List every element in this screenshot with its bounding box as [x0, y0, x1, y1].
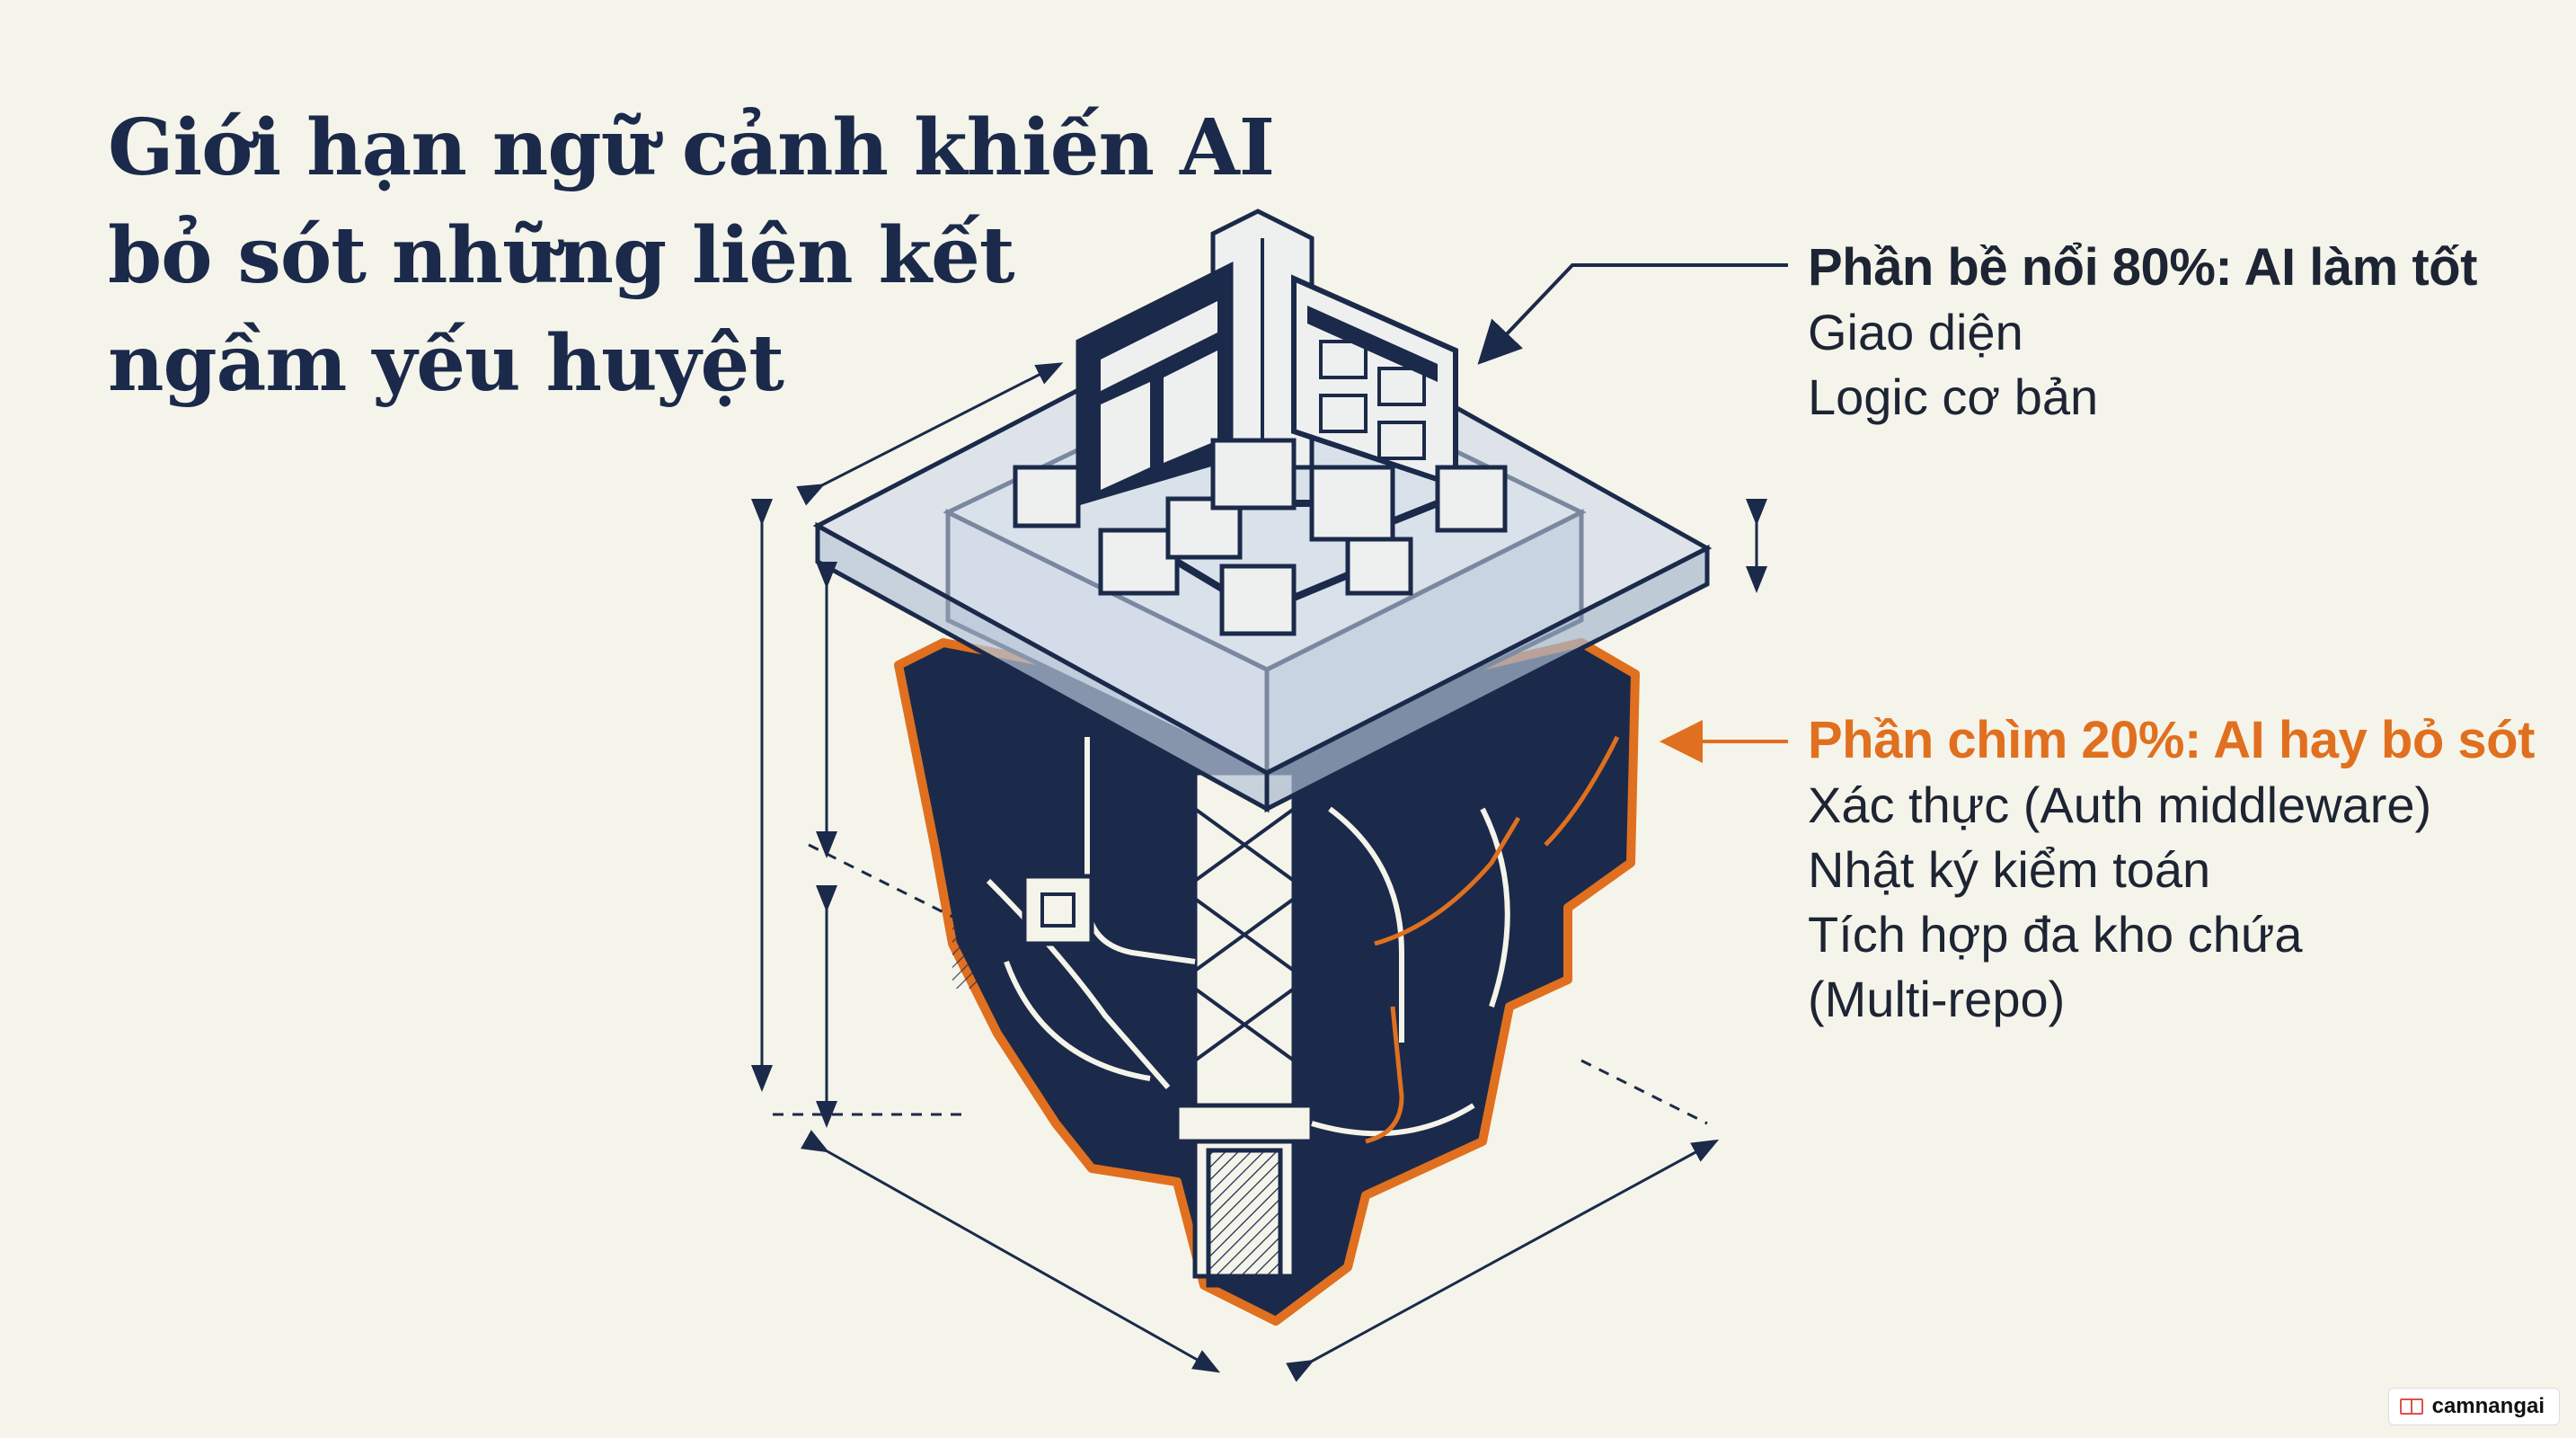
- module-connectors: [1174, 500, 1439, 601]
- book-icon: [2399, 1398, 2423, 1415]
- hatched-block-left: [952, 809, 1033, 989]
- service-modules: [1013, 438, 1508, 636]
- slide-title: Giới hạn ngữ cảnh khiến AI bỏ sót những …: [108, 94, 1275, 418]
- callout-submerged-item-1: Xác thực (Auth middleware): [1808, 777, 2432, 833]
- callout-submerged-item-4: (Multi-repo): [1808, 971, 2066, 1027]
- orange-wires: [1365, 735, 1620, 1144]
- watermark-text: camnangai: [2431, 1394, 2545, 1418]
- callout-submerged-item-3: Tích hợp đa kho chứa: [1808, 906, 2303, 963]
- title-line-3: ngầm yếu huyệt: [108, 318, 784, 409]
- callout-surface-item-1: Giao diện: [1808, 304, 2023, 360]
- watermark-badge: camnangai: [2387, 1388, 2560, 1425]
- title-line-2: bỏ sót những liên kết: [108, 210, 1015, 301]
- callout-submerged: Phần chìm 20%: AI hay bỏ sót Xác thực (A…: [1808, 708, 2535, 1032]
- callout-surface-item-2: Logic cơ bản: [1808, 368, 2099, 425]
- ui-window-right: [1291, 274, 1458, 490]
- callout-submerged-item-2: Nhật ký kiểm toán: [1808, 841, 2211, 898]
- callout-submerged-heading: Phần chìm 20%: AI hay bỏ sót: [1808, 711, 2535, 769]
- callout-top-arrow: [1477, 263, 1788, 365]
- callout-surface: Phần bề nổi 80%: AI làm tốt Giao diện Lo…: [1808, 235, 2477, 430]
- dimension-lines: [751, 362, 1767, 1382]
- junction-box: [1022, 874, 1094, 946]
- title-line-1: Giới hạn ngữ cảnh khiến AI: [108, 102, 1275, 193]
- ui-window-left: [1076, 261, 1234, 507]
- support-column: [1174, 770, 1315, 1288]
- callout-surface-heading: Phần bề nổi 80%: AI làm tốt: [1808, 238, 2477, 297]
